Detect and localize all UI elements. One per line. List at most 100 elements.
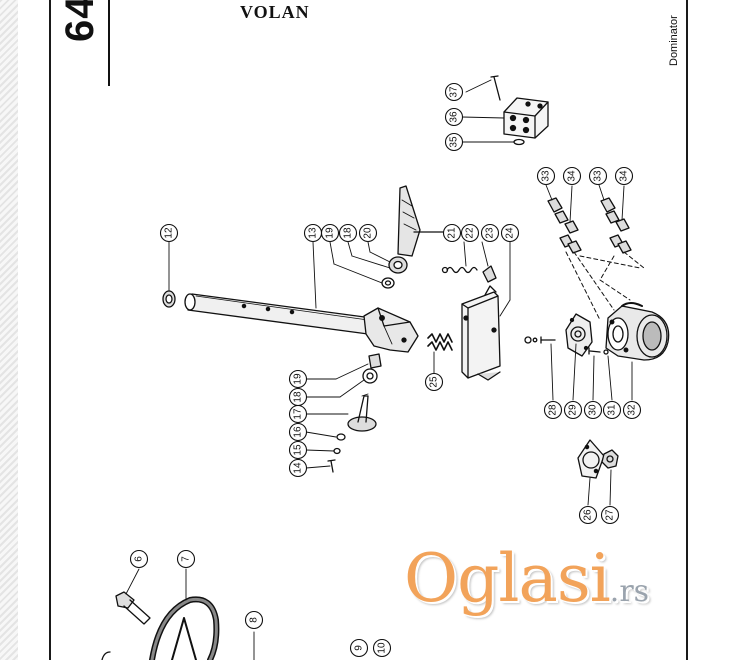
part-washer-15 <box>333 447 341 455</box>
callout-21: 21 <box>442 223 462 243</box>
part-nut-27 <box>601 449 619 469</box>
callout-label-7: 7 <box>181 556 192 562</box>
callout-label-18-lower: 18 <box>293 391 304 403</box>
watermark-brand: Oglasi <box>404 540 611 617</box>
part-ring-19-hole <box>384 280 392 286</box>
callout-label-29: 29 <box>568 404 579 416</box>
callout-19-lower: 19 <box>288 369 308 389</box>
callout-30: 30 <box>583 400 603 420</box>
callout-7: 7 <box>176 549 196 569</box>
callout-20: 20 <box>358 223 378 243</box>
callout-26: 26 <box>578 505 598 525</box>
callout-label-25: 25 <box>429 376 440 388</box>
callout-31: 31 <box>602 400 622 420</box>
callout-label-10: 10 <box>377 642 388 654</box>
callout-label-35: 35 <box>449 136 460 148</box>
callout-label-26: 26 <box>583 509 594 521</box>
page-number-rule <box>108 0 110 86</box>
part-ring-19 <box>381 277 395 289</box>
callout-label-36: 36 <box>449 111 460 123</box>
callout-label-23: 23 <box>485 227 496 239</box>
page-left-border <box>49 0 51 660</box>
callout-29: 29 <box>563 400 583 420</box>
part-washer-35 <box>513 138 525 146</box>
part-fragment-bottom-left <box>101 651 111 660</box>
callout-24: 24 <box>500 223 520 243</box>
callout-label-22: 22 <box>465 227 476 239</box>
part-bushing-20 <box>388 256 408 274</box>
callout-label-19: 19 <box>325 227 336 239</box>
callout-23: 23 <box>480 223 500 243</box>
part-ring-18-lower <box>362 368 378 384</box>
callout-label-21: 21 <box>447 227 458 239</box>
part-washer-16 <box>336 433 346 441</box>
callout-label-14: 14 <box>293 462 304 474</box>
part-pump-32 <box>605 302 670 361</box>
part-lever-21 <box>397 185 445 257</box>
part-steering-wheel-7 <box>149 596 220 660</box>
callout-28: 28 <box>543 400 563 420</box>
callout-label-12: 12 <box>164 227 175 239</box>
part-bushing-12 <box>162 290 176 308</box>
callout-33b: 33 <box>588 166 608 186</box>
scan-margin-hatch <box>0 0 18 660</box>
callout-label-9: 9 <box>354 645 365 651</box>
callout-6: 6 <box>129 549 149 569</box>
callout-18-lower: 18 <box>288 387 308 407</box>
part-housing-24 <box>461 285 501 381</box>
callout-label-28: 28 <box>548 404 559 416</box>
callout-label-8: 8 <box>249 617 260 623</box>
assembly-dashed-lines <box>565 251 645 321</box>
callout-34: 34 <box>562 166 582 186</box>
callout-label-37: 37 <box>449 86 460 98</box>
callout-label-20: 20 <box>363 227 374 239</box>
callout-16: 16 <box>288 422 308 442</box>
oglasi-watermark-logo: Oglasi.rs <box>404 540 649 617</box>
callout-8: 8 <box>244 610 264 630</box>
part-screw-14 <box>327 459 336 473</box>
callout-label-32: 32 <box>627 404 638 416</box>
callout-label-19-lower: 19 <box>293 373 304 385</box>
part-screw-30 <box>588 347 601 355</box>
callout-19: 19 <box>320 223 340 243</box>
callout-label-15: 15 <box>293 444 304 456</box>
part-screw-37 <box>490 75 501 101</box>
part-bushing-19-lower <box>368 353 382 369</box>
callout-18: 18 <box>338 223 358 243</box>
callout-33: 33 <box>536 166 556 186</box>
part-cap-6 <box>115 591 151 625</box>
leader-lines <box>125 79 633 660</box>
part-spring-25 <box>427 333 453 351</box>
callout-14: 14 <box>288 458 308 478</box>
callout-9: 9 <box>349 638 369 658</box>
callout-label-17: 17 <box>293 408 304 420</box>
page-right-border <box>686 0 688 660</box>
callout-35: 35 <box>444 132 464 152</box>
callout-34b: 34 <box>614 166 634 186</box>
callout-12: 12 <box>159 223 179 243</box>
part-shaft-17 <box>347 393 377 432</box>
callout-label-31: 31 <box>607 404 618 416</box>
callout-27: 27 <box>600 505 620 525</box>
part-fittings-right <box>598 184 632 254</box>
callout-37: 37 <box>444 82 464 102</box>
callout-label-30: 30 <box>588 404 599 416</box>
part-block-36 <box>503 97 549 139</box>
callout-15: 15 <box>288 440 308 460</box>
part-column-tube-13 <box>184 293 419 353</box>
part-clip-23 <box>482 265 497 283</box>
callout-17: 17 <box>288 404 308 424</box>
callout-label-24: 24 <box>505 227 516 239</box>
callout-label-33b: 33 <box>593 170 604 182</box>
callout-36: 36 <box>444 107 464 127</box>
callout-label-6: 6 <box>134 556 145 562</box>
callout-label-34: 34 <box>567 170 578 182</box>
callout-22: 22 <box>460 223 480 243</box>
part-bolt-28 <box>524 336 556 344</box>
part-washer-31 <box>603 349 609 355</box>
callout-label-27: 27 <box>605 509 616 521</box>
part-flange-29 <box>565 313 593 357</box>
watermark-suffix: .rs <box>609 574 650 609</box>
page-title: VOLAN <box>240 2 310 22</box>
